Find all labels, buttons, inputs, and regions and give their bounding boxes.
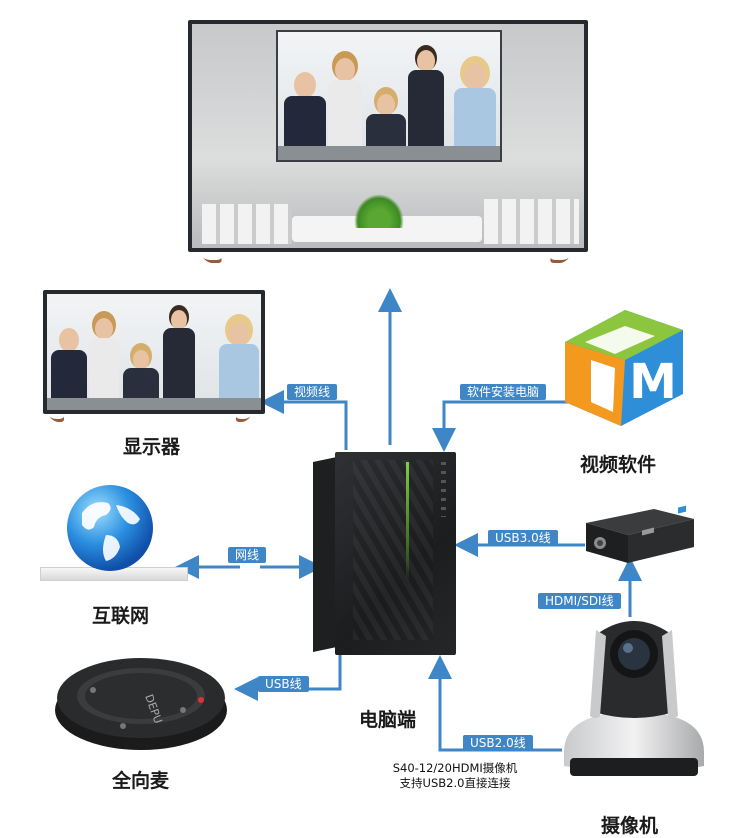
pc-green-light — [406, 462, 409, 582]
wall-photo — [276, 30, 502, 162]
ptz-camera — [564, 621, 704, 776]
camera-note-line2: 支持USB2.0直接连接 — [399, 776, 511, 790]
video-cable-tag: 视频线 — [287, 384, 338, 400]
mic-caption: 全向麦 — [112, 770, 170, 792]
camera-note: S40-12/20HDMI摄像机 支持USB2.0直接连接 — [380, 761, 530, 791]
monitor-caption: 显示器 — [123, 436, 181, 458]
speakerphone-mic: DEPU — [55, 658, 227, 750]
software-logo-letter: M — [629, 354, 677, 410]
main-display-tv — [188, 20, 588, 252]
usb-line-tag: USB线 — [258, 676, 309, 692]
plant — [354, 194, 404, 228]
video-software-caption: 视频软件 — [580, 454, 657, 476]
capture-box — [586, 505, 694, 563]
network-cable-tag: 网线 — [228, 547, 267, 563]
camera-caption: 摄像机 — [601, 815, 659, 837]
arrow-software-to-pc — [432, 400, 585, 452]
monitor-display — [43, 290, 265, 414]
camera-note-line1: S40-12/20HDMI摄像机 — [392, 761, 518, 775]
usb3-tag: USB3.0线 — [488, 530, 558, 546]
globe-icon — [67, 485, 153, 571]
usb2-tag: USB2.0线 — [463, 735, 533, 751]
internet-caption: 互联网 — [92, 605, 150, 627]
pc-tower — [313, 452, 456, 657]
video-software-logo-icon: M — [565, 310, 683, 426]
arrow-pc-to-monitor — [260, 390, 348, 450]
hdmi-sdi-tag: HDMI/SDI线 — [538, 593, 621, 609]
pc-caption: 电脑端 — [359, 709, 417, 731]
software-install-tag: 软件安装电脑 — [460, 384, 547, 400]
